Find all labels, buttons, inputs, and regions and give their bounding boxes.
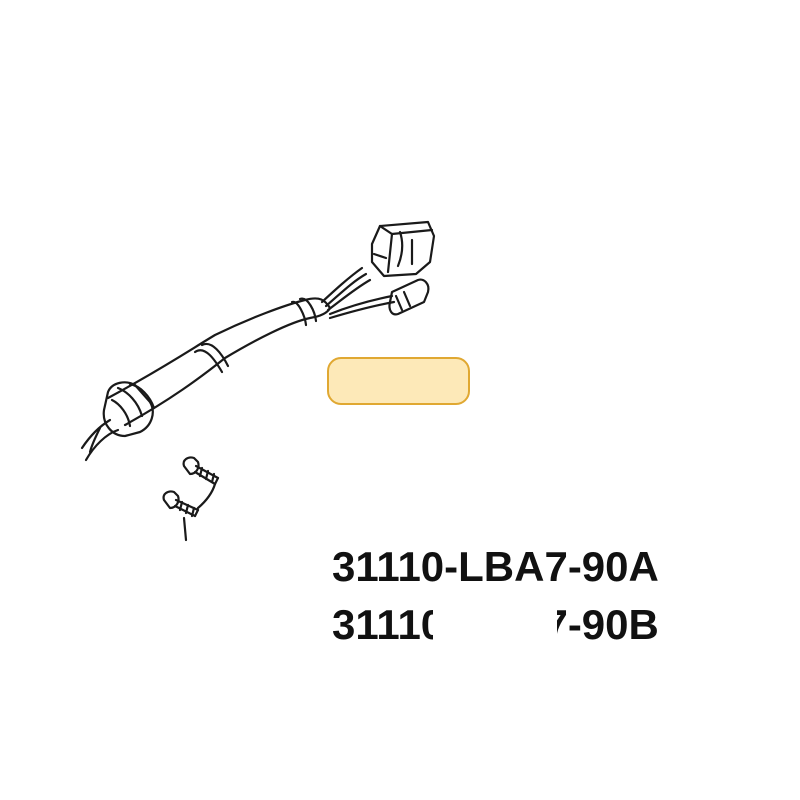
callout-box [327, 357, 470, 405]
part-number-a: 31110-LBA7-90A [332, 543, 659, 590]
screw-1 [182, 456, 220, 510]
cable-left-exit [80, 418, 120, 462]
label-occlusion [433, 596, 557, 652]
screw-2 [162, 490, 200, 542]
branch-wires [320, 266, 396, 320]
grommet [102, 381, 156, 438]
small-connector [388, 278, 430, 316]
harness-sleeve [106, 297, 332, 427]
main-connector [370, 220, 436, 278]
